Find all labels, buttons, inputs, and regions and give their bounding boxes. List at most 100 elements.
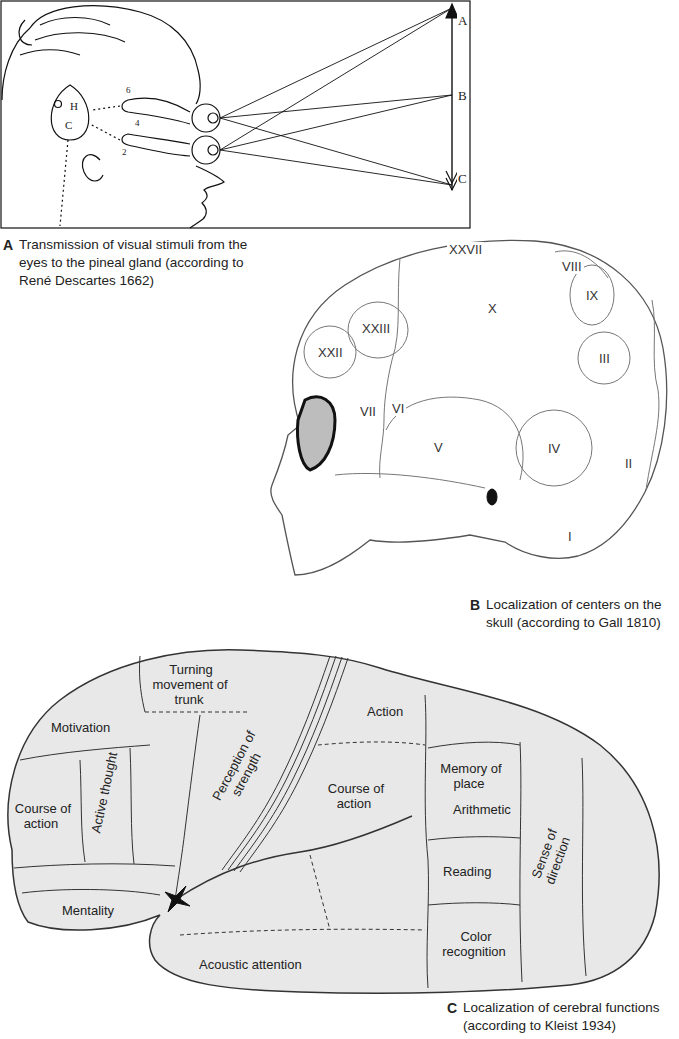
skull-region-number: VIII [560, 259, 584, 274]
region-text: Turning movement of trunk [152, 662, 227, 707]
skull-region-number: XXIII [360, 321, 392, 336]
region-text: X [486, 301, 499, 316]
panel-caption: Transmission of visual stimuli from the … [19, 236, 264, 290]
region-text: VI [390, 401, 406, 416]
brain-outline [8, 650, 659, 993]
region-boundary [310, 855, 330, 930]
region-boundary [80, 760, 85, 862]
frame [1, 1, 470, 228]
skull-region-number: III [597, 351, 612, 366]
skull-region-number: VII [358, 404, 378, 419]
brain-region-label: Action [365, 704, 405, 719]
region-text: II [623, 456, 634, 471]
region-text: XXIII [360, 321, 392, 336]
region-text: III [597, 351, 612, 366]
region-text: Color recognition [442, 929, 508, 959]
region-text: XXII [316, 345, 345, 360]
point-letter: H [69, 99, 79, 113]
point-letter: C [64, 118, 73, 132]
region-text: Acoustic attention [197, 957, 304, 972]
coronal-suture [380, 258, 400, 478]
region-boundary [139, 656, 145, 712]
region-text: Reading [441, 864, 493, 879]
panel-letter: A [3, 236, 13, 254]
lens [208, 145, 218, 155]
panel-letter: B [470, 596, 480, 614]
region-circle [348, 302, 408, 358]
region-boundary [582, 758, 586, 976]
optic-nerve [122, 134, 190, 156]
region-text: IX [584, 288, 600, 303]
region-boundary [428, 837, 520, 840]
brain-illustration [8, 650, 659, 993]
region-text: I [566, 529, 574, 544]
head-outline [30, 6, 200, 104]
skull-outline [271, 240, 667, 575]
point-letter: A [457, 12, 468, 29]
skull-region-number: V [432, 440, 445, 455]
panel-caption: Localization of centers on the skull (ac… [486, 596, 674, 632]
dotted-line [90, 106, 120, 140]
ear-opening [487, 489, 497, 505]
skull-region-number: II [623, 456, 634, 471]
pineal-gland [51, 85, 89, 140]
dotted-line [60, 140, 68, 226]
optic-nerve [122, 98, 190, 124]
brain-region-label: Course of action [10, 801, 74, 831]
brain-region-label: Reading [441, 864, 493, 879]
region-arc [555, 251, 608, 278]
skull-region-number: VI [390, 401, 406, 416]
panel-letter: C [447, 999, 457, 1017]
region-text: Motivation [49, 720, 112, 735]
region-boundary [145, 712, 250, 713]
brain-region-label: Acoustic attention [197, 957, 304, 972]
brain-region-label: Memory of place [435, 761, 505, 791]
point-letter: C [457, 170, 468, 187]
region-boundary [22, 889, 160, 895]
region-text: Active thought [88, 749, 121, 837]
region-text: V [432, 440, 445, 455]
brain-region-label: Active thought [88, 749, 121, 837]
gland-dot [55, 101, 62, 108]
region-boundary [130, 748, 134, 864]
region-text: VII [358, 404, 378, 419]
zygomatic-arch [335, 473, 485, 488]
region-boundary [428, 742, 520, 748]
brain-region-label: Perception of strength [208, 728, 272, 813]
descartes-illustration [1, 1, 470, 228]
point-letter: B [457, 87, 468, 104]
region-text: IV [546, 441, 562, 456]
lens [208, 113, 218, 123]
lambdoid-suture [646, 300, 659, 490]
region-boundary [14, 864, 175, 868]
eye [192, 104, 220, 132]
fissure-junction [165, 886, 190, 912]
brain-region-label: Color recognition [435, 929, 515, 959]
region-boundary [318, 742, 425, 745]
region-text: Arithmetic [451, 802, 513, 817]
skull-region-number: IV [546, 441, 562, 456]
region-text: Action [365, 704, 405, 719]
squamosal-suture [386, 397, 523, 480]
region-text: Sense of direction [528, 827, 574, 886]
region-boundary [175, 715, 200, 900]
skull-illustration [271, 240, 667, 575]
region-text: Perception of strength [208, 728, 264, 804]
skull-region-number: X [486, 301, 499, 316]
region-boundary [520, 742, 522, 982]
object-arrow [451, 6, 452, 190]
callout-number: 4 [134, 117, 141, 129]
region-boundary [180, 929, 425, 935]
brain-region-label: Turning movement of trunk [140, 662, 240, 707]
ear [82, 155, 103, 181]
callout-number: 2 [121, 146, 128, 158]
skull-region-number: XXII [316, 345, 345, 360]
region-circle [578, 332, 630, 384]
light-rays [220, 8, 452, 185]
skull-region-number: I [566, 529, 574, 544]
skull-region-number: XXVII [447, 242, 484, 257]
region-text: VIII [560, 259, 584, 274]
region-text: Course of action [13, 801, 71, 831]
region-text: XXVII [447, 242, 484, 257]
